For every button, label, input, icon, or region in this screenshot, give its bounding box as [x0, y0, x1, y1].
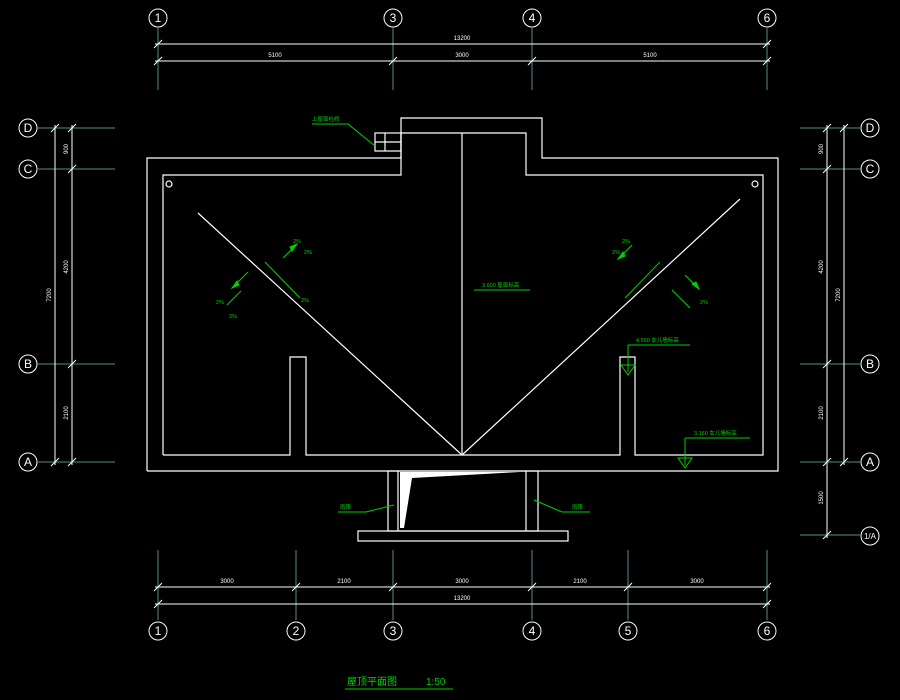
- mid-elevation: 3.600 屋面标高: [482, 281, 520, 289]
- axis-top-6: 6: [764, 11, 771, 25]
- dim-bottom-seg-1: 3000: [220, 579, 234, 585]
- dim-left-seg-1: 900: [64, 143, 70, 154]
- dim-bottom-total: 13200: [454, 596, 471, 602]
- axis-top-1: 1: [155, 11, 162, 25]
- dim-right-seg-4: 1500: [819, 491, 825, 505]
- dim-top-total: 13200: [454, 36, 471, 42]
- dim-left-total: 7200: [47, 288, 53, 302]
- axis-bottom-1: 1: [155, 624, 162, 638]
- dim-top-seg-1: 5100: [268, 53, 282, 59]
- dim-bottom-seg-2: 2100: [337, 579, 351, 585]
- right-callout: 雨篷: [572, 503, 584, 511]
- left-callout: 雨篷: [340, 503, 352, 511]
- dim-right-seg-3: 2100: [819, 406, 825, 420]
- axis-right-a: A: [866, 455, 874, 469]
- drawing-title: 屋顶平面图: [347, 676, 397, 688]
- axis-left-b: B: [24, 357, 32, 371]
- building-walls: [146, 117, 779, 542]
- dim-left-seg-2: 4200: [64, 260, 70, 274]
- top-note: 上屋面检修: [312, 115, 340, 123]
- slope-label-8: 2%: [700, 300, 708, 306]
- dim-top-seg-3: 5100: [643, 53, 657, 59]
- dim-bottom-seg-5: 3000: [690, 579, 704, 585]
- slope-arrows: [226, 123, 750, 513]
- dim-right-seg-1: 900: [819, 143, 825, 154]
- axis-top-4: 4: [529, 11, 536, 25]
- axis-right-c: C: [866, 162, 875, 176]
- low-elevation: 3.150 女儿墙标高: [694, 429, 737, 437]
- right-elevation: 4.500 女儿墙标高: [636, 336, 679, 344]
- slope-label-2: 2%: [304, 250, 312, 256]
- axis-bottom-4: 4: [529, 624, 536, 638]
- axis-left-d: D: [24, 121, 33, 135]
- axis-bottom-3: 3: [390, 624, 397, 638]
- dim-right-total: 7200: [836, 288, 842, 302]
- slope-label-7: 2%: [612, 250, 620, 256]
- slope-label-5: 2%: [229, 314, 237, 320]
- dimension-ticks: [50, 39, 849, 609]
- axis-bottom-5: 5: [625, 624, 632, 638]
- dim-bottom-seg-3: 3000: [455, 579, 469, 585]
- axis-left-c: C: [24, 162, 33, 176]
- dim-left-seg-3: 2100: [64, 406, 70, 420]
- grid-bubbles: [18, 8, 880, 641]
- slope-label-4: 2%: [216, 300, 224, 306]
- axis-right-1a: 1/A: [864, 532, 877, 541]
- axis-left-a: A: [24, 455, 32, 469]
- dim-bottom-seg-4: 2100: [573, 579, 587, 585]
- slope-label-6: 2%: [622, 239, 630, 245]
- axis-right-b: B: [866, 357, 874, 371]
- axis-top-3: 3: [390, 11, 397, 25]
- grid-lines: [38, 28, 860, 620]
- dim-right-seg-2: 4200: [819, 260, 825, 274]
- drawing-scale: 1:50: [426, 677, 446, 688]
- axis-right-d: D: [866, 121, 875, 135]
- axis-bottom-2: 2: [293, 624, 300, 638]
- dimension-lines: [54, 43, 845, 605]
- dim-top-seg-2: 3000: [455, 53, 469, 59]
- slope-label-1: 2%: [293, 239, 301, 245]
- slope-label-3: 2%: [301, 298, 309, 304]
- canopy-hatch: [400, 472, 520, 528]
- axis-bottom-6: 6: [764, 624, 771, 638]
